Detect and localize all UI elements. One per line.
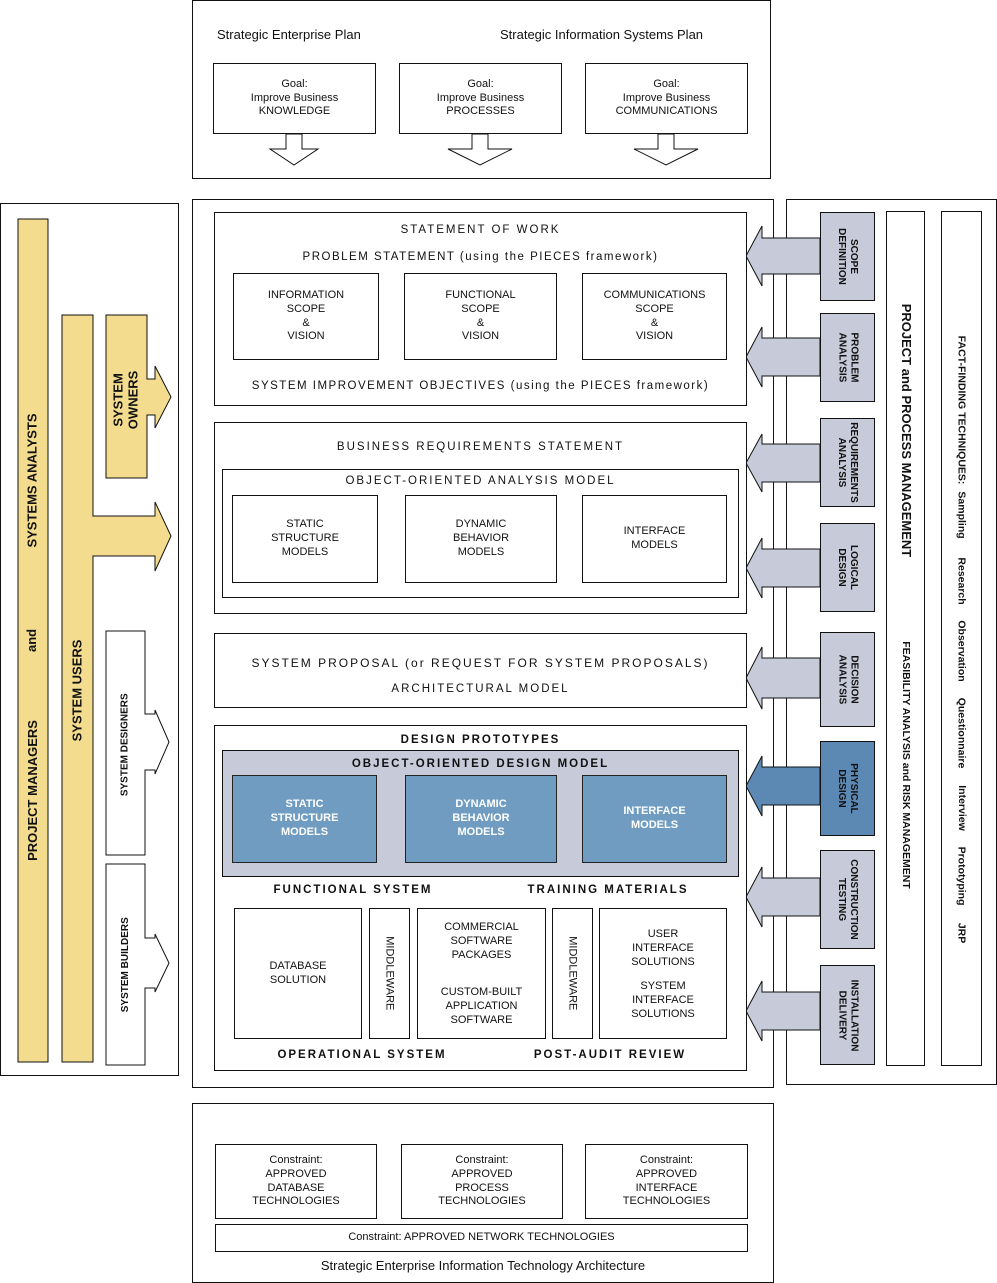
oo-design-model-title: OBJECT-ORIENTED DESIGN MODEL <box>351 758 610 770</box>
system-owners-arrow <box>105 314 172 479</box>
phase-problem-analysis[interactable] <box>820 313 875 402</box>
down-arrow-communications <box>633 133 699 166</box>
communications-scope-box: COMMUNICATIONS SCOPE & VISION <box>582 273 727 360</box>
down-arrow-processes <box>447 133 513 166</box>
business-requirements-title: BUSINESS REQUIREMENTS STATEMENT <box>336 441 625 453</box>
phase-requirements-analysis[interactable] <box>820 418 875 507</box>
phase-label-scope-definition: SCOPE DEFINITION <box>836 228 860 285</box>
system-designers-label: SYSTEM DESIGNERS <box>119 693 131 797</box>
phase-arrow-8 <box>745 980 821 1042</box>
technique-observation: Observation <box>955 620 968 682</box>
interface-solutions-box <box>599 908 727 1039</box>
phase-label-physical-design: PHYSICAL DESIGN <box>836 763 860 814</box>
phase-arrow-4 <box>745 537 821 599</box>
phase-arrow-2 <box>745 326 821 388</box>
goal-knowledge-box: Goal: Improve Business KNOWLEDGE <box>213 63 376 134</box>
technique-jrp: JRP <box>955 922 968 944</box>
technique-research: Research <box>955 557 968 605</box>
design-interface-models-box: INTERFACE MODELS <box>582 775 727 863</box>
phase-arrow-6 <box>745 755 821 817</box>
fact-finding-column <box>941 211 982 1066</box>
it-architecture-caption: Strategic Enterprise Information Technol… <box>320 1258 646 1273</box>
technique-sampling: Sampling <box>955 491 968 539</box>
technique-questionnaire: Questionnaire <box>955 697 968 769</box>
database-solution-box: DATABASE SOLUTION <box>234 908 362 1039</box>
middleware-box-1: MIDDLEWARE <box>369 908 410 1039</box>
operational-system-label: OPERATIONAL SYSTEM <box>277 1049 447 1061</box>
system-owners-label: SYSTEM OWNERS <box>110 370 141 430</box>
strategic-is-plan-heading: Strategic Information Systems Plan <box>500 27 704 42</box>
system-builders-label: SYSTEM BUILDERS <box>119 917 131 1013</box>
phase-label-problem-analysis: PROBLEM ANALYSIS <box>836 332 860 383</box>
system-builders-arrow <box>105 863 170 1066</box>
statement-of-work-title: STATEMENT OF WORK <box>400 224 561 236</box>
technique-interview: Interview <box>955 785 968 831</box>
system-proposal-box <box>214 633 747 708</box>
phase-label-installation-delivery: INSTALLATION DELIVERY <box>836 979 860 1051</box>
architectural-model-title: ARCHITECTURAL MODEL <box>391 683 570 695</box>
phase-arrow-1 <box>745 225 821 287</box>
fact-finding-label: FACT-FINDING TECHNIQUES: <box>955 335 968 485</box>
functional-scope-box: FUNCTIONAL SCOPE & VISION <box>404 273 557 360</box>
phase-arrow-5 <box>745 646 821 710</box>
phase-label-logical-design: LOGICAL DESIGN <box>836 545 860 590</box>
project-process-management-label: PROJECT and PROCESS MANAGEMENT <box>898 303 914 557</box>
middleware-box-2: MIDDLEWARE <box>552 908 593 1039</box>
phase-arrow-7 <box>745 866 821 928</box>
software-packages-box <box>417 908 546 1039</box>
design-dynamic-models-box: DYNAMIC BEHAVIOR MODELS <box>405 775 557 863</box>
functional-system-label: FUNCTIONAL SYSTEM <box>273 884 433 896</box>
system-proposal-title: SYSTEM PROPOSAL (or REQUEST FOR SYSTEM P… <box>251 656 710 670</box>
strategic-enterprise-plan-heading: Strategic Enterprise Plan <box>217 27 361 42</box>
constraint-network-box: Constraint: APPROVED NETWORK TECHNOLOGIE… <box>215 1224 748 1252</box>
project-management-column <box>886 211 925 1066</box>
phase-physical-design[interactable] <box>820 741 875 836</box>
phase-label-construction-testing: CONSTRUCTION TESTING <box>836 859 860 940</box>
and-label: and <box>24 628 40 652</box>
design-static-models-box: STATIC STRUCTURE MODELS <box>232 775 377 863</box>
constraint-interface-box: Constraint: APPROVED INTERFACE TECHNOLOG… <box>585 1144 748 1219</box>
phase-installation-delivery[interactable] <box>820 965 875 1065</box>
custom-software-label: CUSTOM-BUILT APPLICATION SOFTWARE <box>440 986 523 1026</box>
system-interface-label: SYSTEM INTERFACE SOLUTIONS <box>631 980 695 1020</box>
phase-decision-analysis[interactable] <box>820 632 875 727</box>
training-materials-label: TRAINING MATERIALS <box>527 884 689 896</box>
down-arrow-knowledge <box>268 133 320 166</box>
oo-analysis-model-title: OBJECT-ORIENTED ANALYSIS MODEL <box>345 475 616 487</box>
technique-prototyping: Prototyping <box>955 846 968 906</box>
problem-statement-title: PROBLEM STATEMENT (using the PIECES fram… <box>302 251 659 263</box>
improvement-objectives-title: SYSTEM IMPROVEMENT OBJECTIVES (using the… <box>251 380 710 392</box>
analysis-dynamic-models-box: DYNAMIC BEHAVIOR MODELS <box>405 495 557 583</box>
post-audit-review-label: POST-AUDIT REVIEW <box>533 1049 687 1061</box>
commercial-software-label: COMMERCIAL SOFTWARE PACKAGES <box>444 921 519 961</box>
phase-arrow-3 <box>745 433 821 493</box>
phase-label-requirements-analysis: REQUIREMENTS ANALYSIS <box>836 422 860 503</box>
phase-construction-testing[interactable] <box>820 850 875 949</box>
goal-processes-box: Goal: Improve Business PROCESSES <box>399 63 562 134</box>
design-prototypes-title: DESIGN PROTOTYPES <box>400 734 561 746</box>
information-scope-box: INFORMATION SCOPE & VISION <box>233 273 379 360</box>
goal-communications-box: Goal: Improve Business COMMUNICATIONS <box>585 63 748 134</box>
project-managers-label: PROJECT MANAGERS <box>24 719 40 861</box>
analysis-interface-models-box: INTERFACE MODELS <box>582 495 727 583</box>
constraint-database-box: Constraint: APPROVED DATABASE TECHNOLOGI… <box>215 1144 377 1219</box>
constraint-process-box: Constraint: APPROVED PROCESS TECHNOLOGIE… <box>401 1144 563 1219</box>
system-designers-arrow <box>105 630 170 856</box>
feasibility-risk-label: FEASIBILITY ANALYSIS and RISK MANAGEMENT <box>899 641 912 889</box>
phase-logical-design[interactable] <box>820 523 875 612</box>
project-managers-bar <box>17 218 49 1063</box>
user-interface-label: USER INTERFACE SOLUTIONS <box>631 928 695 968</box>
phase-scope-definition[interactable] <box>820 212 875 301</box>
analysts-arrow <box>61 314 172 1063</box>
phase-label-decision-analysis: DECISION ANALYSIS <box>836 654 860 705</box>
system-users-label: SYSTEM USERS <box>69 639 85 741</box>
analysis-static-models-box: STATIC STRUCTURE MODELS <box>232 495 378 583</box>
systems-analysts-label: SYSTEMS ANALYSTS <box>24 412 40 548</box>
